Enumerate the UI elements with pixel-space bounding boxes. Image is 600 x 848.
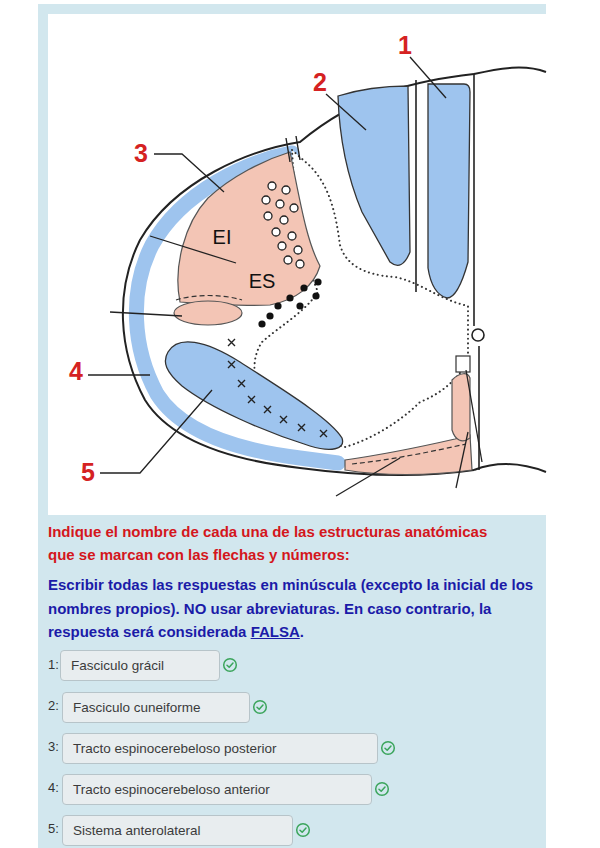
answer-box: Fasciculo cuneiforme — [62, 692, 250, 723]
nucleus-label: EI — [213, 226, 232, 248]
question-title: Indique el nombre de cada una de las est… — [48, 520, 488, 566]
answer-text: Fasciculo cuneiforme — [73, 700, 201, 715]
row-number: 3: — [48, 739, 59, 755]
row-number: 5: — [48, 821, 59, 837]
answer-text: Fasciculo grácil — [71, 658, 164, 673]
check-icon — [295, 822, 311, 838]
answer-box: Fasciculo grácil — [60, 650, 220, 681]
row-number: 2: — [48, 698, 59, 714]
callout-number: 5 — [81, 458, 95, 486]
emphasis-word: FALSA — [251, 623, 300, 640]
instructions: Escribir todas las respuestas en minúscu… — [48, 573, 540, 644]
callout-number: 4 — [69, 357, 83, 385]
check-icon — [222, 657, 238, 673]
callout-number: 1 — [398, 31, 412, 59]
answer-box: Tracto espinocerebeloso anterior — [62, 774, 372, 805]
nucleus-label: ES — [249, 270, 276, 292]
answer-box: Tracto espinocerebeloso posterior — [62, 733, 378, 764]
answer-text: Sistema anterolateral — [73, 823, 201, 838]
answer-box: Sistema anterolateral — [62, 815, 293, 846]
check-icon — [374, 781, 390, 797]
check-icon — [252, 699, 268, 715]
answer-text: Tracto espinocerebeloso posterior — [73, 741, 277, 756]
punctuation: . — [300, 623, 304, 640]
check-icon — [380, 740, 396, 756]
answer-text: Tracto espinocerebeloso anterior — [73, 782, 270, 797]
callout-number: 2 — [313, 68, 327, 96]
row-number: 4: — [48, 780, 59, 796]
row-number: 1: — [48, 657, 59, 673]
callout-number: 3 — [134, 139, 148, 167]
